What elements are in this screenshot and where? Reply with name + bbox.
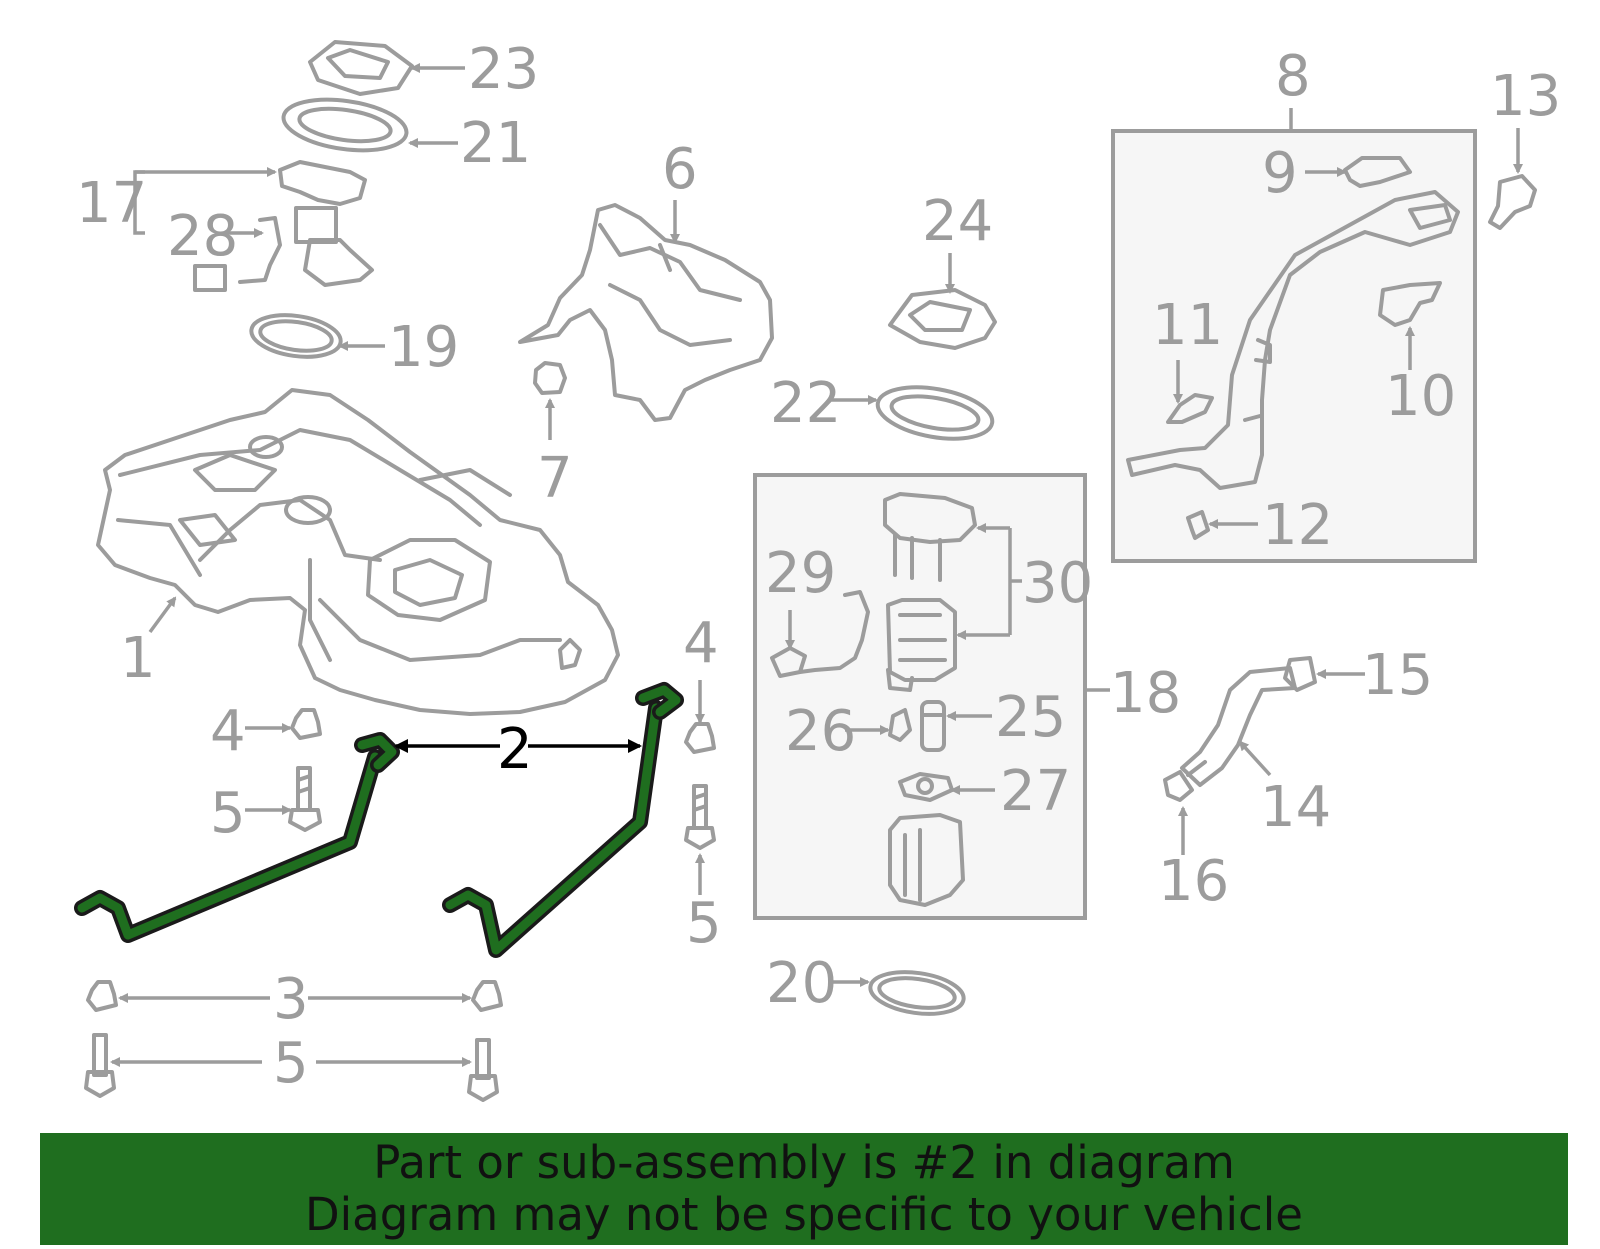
- callout-10: 10: [1385, 364, 1456, 429]
- part-8-filler-pipe: [1126, 190, 1460, 490]
- callout-2: 2: [497, 717, 533, 782]
- part-2-strap-left[interactable]: [74, 732, 400, 943]
- callout-22: 22: [770, 371, 841, 436]
- callout-20: 20: [766, 951, 837, 1016]
- part-4-nut-right: [684, 722, 716, 754]
- info-banner: Part or sub-assembly is #2 in diagram Di…: [40, 1133, 1568, 1245]
- part-30-pump-flange: [883, 492, 977, 582]
- part-14-hose: [1180, 666, 1297, 787]
- callout-30: 30: [1022, 551, 1093, 616]
- part-2-strap-right[interactable]: [442, 682, 684, 958]
- part-13-cap: [1488, 174, 1537, 230]
- callout-1: 1: [120, 626, 156, 691]
- callout-19: 19: [388, 315, 459, 380]
- part-19-gasket: [249, 313, 343, 359]
- part-22-gasket: [875, 385, 995, 441]
- callout-13: 13: [1490, 64, 1561, 129]
- callout-18: 18: [1110, 661, 1181, 726]
- part-20-gasket: [868, 970, 966, 1016]
- part-21-gasket: [281, 97, 409, 153]
- callout-24: 24: [922, 189, 993, 254]
- callout-28: 28: [167, 204, 238, 269]
- part-11-clip: [1166, 393, 1214, 424]
- callout-4-left: 4: [210, 699, 246, 764]
- part-15-clamp: [1283, 656, 1317, 692]
- banner-line-1: Part or sub-assembly is #2 in diagram: [373, 1136, 1235, 1189]
- part-7-clip: [533, 361, 567, 395]
- callout-3: 3: [273, 967, 309, 1032]
- part-6-heat-shield: [518, 203, 774, 422]
- callout-4-right: 4: [683, 611, 719, 676]
- callout-9: 9: [1262, 141, 1298, 206]
- callout-29: 29: [765, 541, 836, 606]
- part-23-cover: [308, 40, 414, 96]
- callout-26: 26: [785, 699, 856, 764]
- part-9-bracket: [1343, 156, 1412, 188]
- callout-11: 11: [1152, 293, 1223, 358]
- part-3-nut-right: [471, 980, 503, 1012]
- callout-16: 16: [1158, 849, 1229, 914]
- callout-5-bottom: 5: [273, 1031, 309, 1096]
- part-26-valve: [888, 708, 912, 742]
- part-5-bolt-right: [684, 784, 716, 850]
- callout-14: 14: [1260, 775, 1331, 840]
- callout-21: 21: [460, 111, 531, 176]
- filler-assembly-box: [1111, 129, 1477, 563]
- part-16-clamp: [1163, 770, 1194, 802]
- banner-line-2: Diagram may not be specific to your vehi…: [305, 1188, 1303, 1241]
- callout-5-left: 5: [210, 781, 246, 846]
- part-5-bolt-bottom-right: [467, 1038, 499, 1102]
- callout-15: 15: [1362, 643, 1433, 708]
- part-25-filter: [920, 700, 946, 752]
- callout-17: 17: [76, 171, 147, 236]
- part-17-sender: [193, 160, 374, 292]
- part-24-plate: [888, 288, 997, 350]
- part-5-bolt-bottom-left: [84, 1033, 116, 1098]
- part-3-nut-left: [86, 980, 118, 1012]
- callout-5-right: 5: [686, 891, 722, 956]
- callout-8: 8: [1275, 44, 1311, 109]
- part-12-clip: [1186, 510, 1210, 540]
- callout-7: 7: [537, 446, 573, 511]
- callout-23: 23: [468, 37, 539, 102]
- callout-25: 25: [995, 685, 1066, 750]
- part-1-fuel-tank: [96, 388, 620, 716]
- pump-reservoir: [888, 813, 965, 907]
- callout-12: 12: [1262, 493, 1333, 558]
- callout-6: 6: [662, 137, 698, 202]
- callout-27: 27: [1000, 759, 1071, 824]
- part-4-nut-left: [290, 708, 322, 740]
- part-5-bolt-left: [288, 766, 322, 832]
- part-30-pump-module: [886, 598, 957, 692]
- part-10-bracket: [1378, 281, 1442, 327]
